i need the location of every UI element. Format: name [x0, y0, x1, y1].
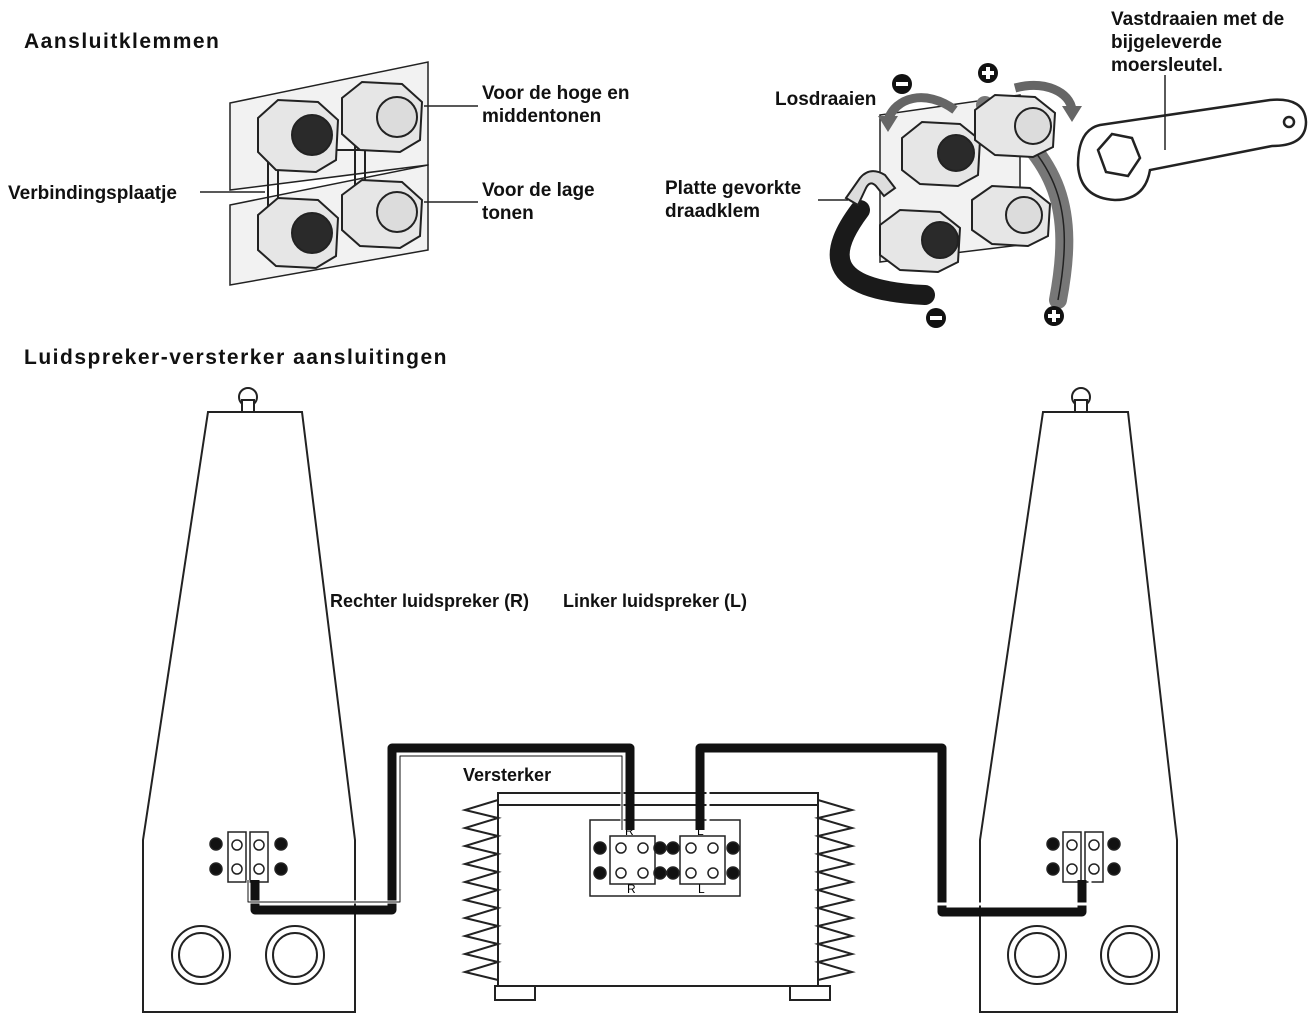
label-low-tones: Voor de lage tonen — [482, 180, 595, 224]
label-amplifier: Versterker — [463, 765, 552, 785]
left-speaker-cabinet — [979, 387, 1178, 1013]
connections-title: Luidspreker-versterker aansluitingen — [24, 346, 448, 369]
spade-lug — [844, 170, 897, 207]
terminal-post-low-minus — [257, 196, 340, 270]
amp-channel-r-bottom: R — [627, 882, 636, 896]
wiring-post-bottom-plus — [971, 184, 1052, 248]
wiring-post-bottom-minus — [879, 208, 962, 274]
cable-right-speaker — [246, 743, 635, 915]
label-tighten-with-wrench: Vastdraaien met de bijgeleverde moersleu… — [1111, 9, 1285, 76]
label-jumper-plate: Verbindingsplaatje — [8, 183, 177, 204]
label-loosen: Losdraaien — [775, 89, 877, 110]
wiring-post-top-plus — [974, 93, 1057, 159]
amplifier-terminal-panel — [589, 819, 741, 897]
amp-channel-l-top: L — [697, 824, 704, 838]
label-right-speaker: Rechter luidspreker (R) — [330, 591, 530, 611]
label-high-mid-tones: Voor de hoge en middentonen — [482, 83, 630, 127]
tighten-arrow — [1013, 80, 1077, 112]
amp-channel-r-top: R — [625, 824, 634, 838]
right-speaker-cabinet — [142, 387, 356, 1013]
left-speaker-terminals — [1046, 831, 1121, 883]
wrench-icon — [1076, 98, 1308, 202]
cable-left-speaker — [695, 743, 1092, 917]
label-left-speaker: Linker luidspreker (L) — [563, 591, 748, 611]
terminal-post-high-minus — [257, 98, 340, 174]
amp-channel-l-bottom: L — [698, 882, 705, 896]
terminal-post-low-plus — [341, 178, 424, 250]
right-speaker-terminals — [209, 831, 288, 883]
loosen-arrow — [883, 93, 958, 122]
label-spade-lug: Platte gevorkte draadklem — [665, 178, 802, 222]
terminals-title: Aansluitklemmen — [24, 30, 221, 53]
terminal-post-high-plus — [341, 80, 424, 154]
minus-wire — [829, 200, 935, 305]
polarity-markers — [892, 63, 1064, 328]
wiring-post-top-minus — [901, 120, 982, 188]
